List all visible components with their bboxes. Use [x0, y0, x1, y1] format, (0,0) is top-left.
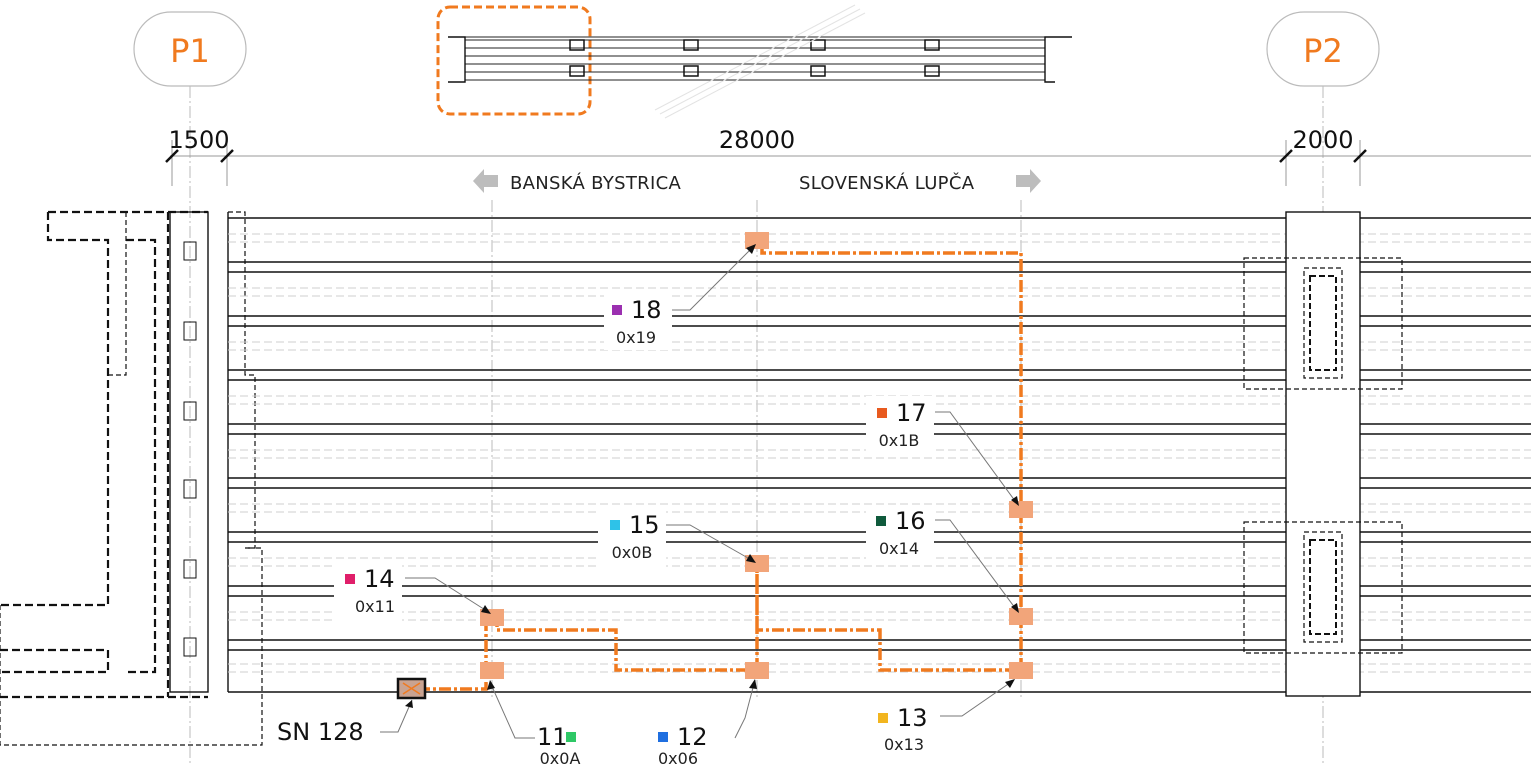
leader-lines — [405, 244, 1019, 739]
direction-east-label: SLOVENSKÁ LUPČA — [799, 172, 975, 194]
sensor-node-18[interactable] — [745, 232, 769, 249]
arrow-right-icon — [1016, 169, 1041, 193]
hub-sn128: SN 128 — [277, 677, 427, 746]
sensor-color-15 — [610, 520, 620, 530]
sensor-node-16[interactable] — [1009, 608, 1033, 625]
sensor-id-11: 11 — [537, 723, 568, 751]
sensor-id-13: 13 — [897, 704, 928, 732]
sensor-id-15: 15 — [629, 511, 660, 539]
sensor-nodes — [480, 232, 1033, 679]
dimension-right: 2000 — [1292, 126, 1353, 154]
sensor-hex-16: 0x14 — [879, 539, 919, 558]
sensor-label-15: 15 0x0B — [598, 508, 666, 570]
pier-p1: P1 — [133, 11, 247, 87]
hub-label: SN 128 — [277, 718, 364, 746]
sensor-node-17[interactable] — [1009, 501, 1033, 518]
sensor-hex-18: 0x19 — [616, 328, 656, 347]
sensor-hex-17: 0x1B — [879, 431, 920, 450]
sensor-label-12: 12 0x06 — [658, 723, 708, 768]
dimension-span: 28000 — [719, 126, 795, 154]
sensor-hex-13: 0x13 — [884, 735, 924, 754]
sensor-hex-14: 0x11 — [355, 597, 395, 616]
dimension-line: 1500 28000 2000 — [165, 126, 1531, 186]
sensor-id-17: 17 — [896, 399, 927, 427]
sensor-node-13[interactable] — [1009, 662, 1033, 679]
cable-routes — [418, 241, 1023, 691]
sensor-color-11 — [566, 732, 576, 742]
sensor-id-16: 16 — [895, 507, 926, 535]
dimension-left: 1500 — [168, 126, 229, 154]
sensor-label-17: 17 0x1B — [866, 396, 934, 454]
pier-p2-structure — [1243, 211, 1403, 697]
sensor-color-18 — [612, 305, 622, 315]
sensor-id-12: 12 — [677, 723, 708, 751]
sensor-color-14 — [345, 574, 355, 584]
sensor-label-11: 11 0x0A — [537, 723, 580, 768]
sensor-color-13 — [878, 713, 888, 723]
hub-cross-icon — [402, 682, 421, 695]
sensor-id-18: 18 — [631, 296, 662, 324]
sensor-label-14: 14 0x11 — [334, 560, 402, 622]
sensor-label-18: 18 0x19 — [604, 292, 672, 350]
sensor-color-12 — [658, 732, 668, 742]
sensor-hex-11: 0x0A — [540, 749, 581, 768]
arrow-left-icon — [473, 169, 498, 193]
sensor-hex-15: 0x0B — [612, 543, 653, 562]
sensor-id-14: 14 — [364, 565, 395, 593]
pier-p1-label: P1 — [170, 32, 210, 70]
key-plan-highlight — [436, 5, 592, 116]
direction-west-label: BANSKÁ BYSTRICA — [510, 172, 681, 194]
sensor-label-16: 16 0x14 — [866, 505, 934, 563]
sensor-hex-12: 0x06 — [658, 749, 698, 768]
abutment-p1 — [0, 210, 263, 746]
sensor-node-11[interactable] — [480, 662, 504, 679]
sensor-color-16 — [876, 516, 886, 526]
sensor-node-14[interactable] — [480, 609, 504, 626]
sensor-color-17 — [877, 408, 887, 418]
pier-p2: P2 — [1266, 11, 1380, 87]
sensor-label-13: 13 0x13 — [878, 704, 928, 754]
sensor-node-12[interactable] — [745, 662, 769, 679]
pier-p2-label: P2 — [1303, 32, 1343, 70]
key-plan — [436, 4, 1072, 119]
direction-indicator: BANSKÁ BYSTRICA SLOVENSKÁ LUPČA — [473, 169, 1041, 194]
